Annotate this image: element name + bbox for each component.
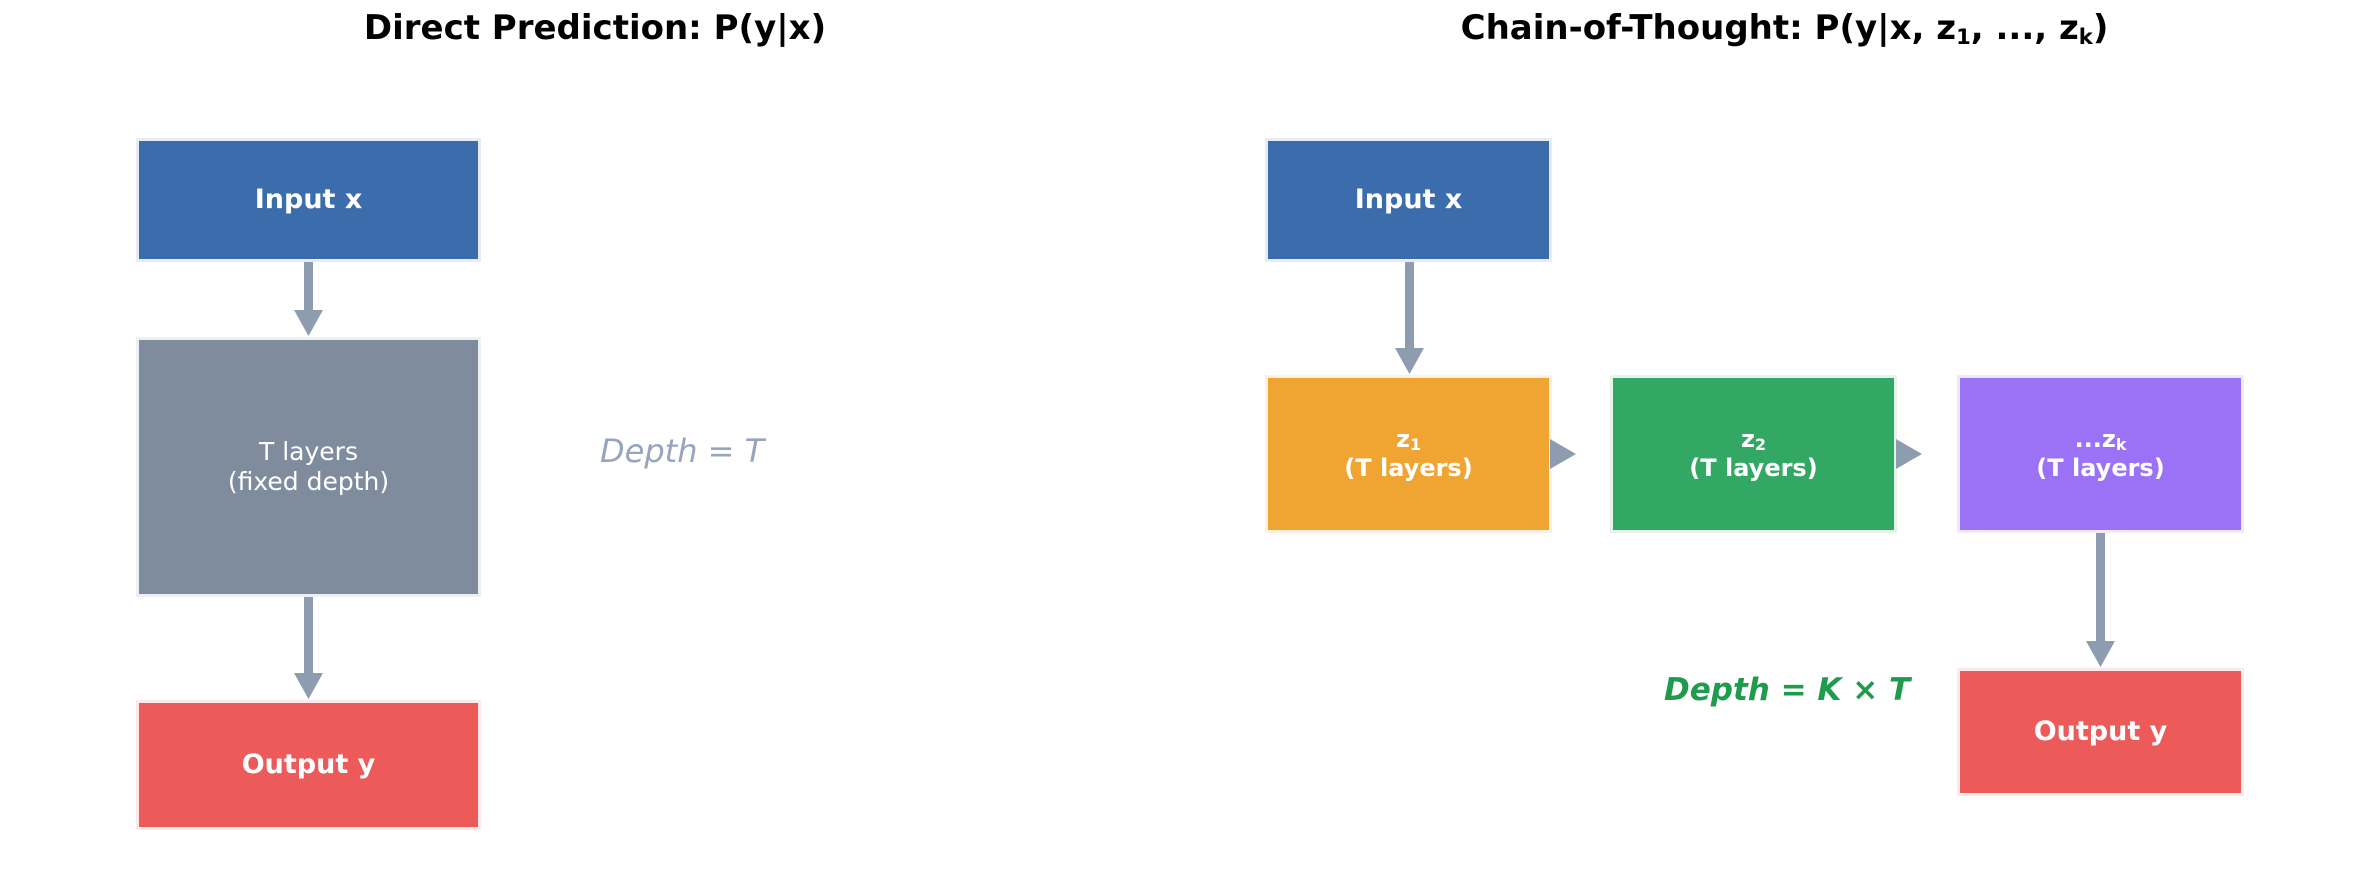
- arrow-right-input-to-z1: [1395, 262, 1424, 374]
- left-panel-title-text: Direct Prediction: P(y|x): [363, 8, 827, 48]
- left-compute-node-label: T layers (fixed depth): [227, 436, 390, 497]
- right-depth-annotation-text: Depth = K × T: [1664, 672, 1911, 708]
- right-panel-title: Chain-of-Thought: P(y|x, z1, ..., zk): [1190, 8, 2379, 49]
- right-z1-subscript: 1: [1409, 435, 1421, 455]
- right-input-node[interactable]: Input x: [1265, 138, 1552, 262]
- right-zk-node-label: ...zk(T layers): [1960, 425, 2241, 484]
- right-z1-node-label: z1(T layers): [1268, 425, 1549, 484]
- right-zk-detail: (T layers): [2036, 454, 2165, 482]
- arrow-right-z1-to-z2: [1550, 439, 1576, 469]
- right-output-node[interactable]: Output y: [1957, 668, 2244, 796]
- left-output-node-label: Output y: [241, 748, 376, 780]
- left-input-node-label: Input x: [254, 183, 363, 215]
- arrow-left-compute-to-output: [294, 597, 323, 699]
- right-panel-title-subscript-1: 1: [1956, 23, 1971, 49]
- right-panel-title-suffix: ): [2092, 8, 2109, 48]
- left-compute-node[interactable]: T layers (fixed depth): [136, 337, 481, 597]
- right-depth-annotation: Depth = K × T: [1664, 672, 1910, 708]
- left-panel-title: Direct Prediction: P(y|x): [0, 8, 1190, 48]
- arrow-right-z2-to-zk: [1896, 439, 1922, 469]
- right-zk-name: ...z: [2074, 424, 2116, 453]
- left-input-node[interactable]: Input x: [136, 138, 481, 262]
- right-z1-name: z: [1396, 424, 1410, 453]
- left-depth-annotation-text: Depth = T: [600, 432, 765, 470]
- right-z1-detail: (T layers): [1344, 454, 1473, 482]
- left-output-node[interactable]: Output y: [136, 700, 481, 830]
- right-z2-node-label: z2(T layers): [1613, 425, 1894, 484]
- right-z1-node[interactable]: z1(T layers): [1265, 375, 1552, 533]
- right-panel-title-middle: , ..., z: [1970, 8, 2079, 48]
- right-z2-detail: (T layers): [1689, 454, 1818, 482]
- right-panel-title-subscript-k: k: [2078, 23, 2093, 49]
- right-z2-subscript: 2: [1754, 435, 1766, 455]
- right-z2-node[interactable]: z2(T layers): [1610, 375, 1897, 533]
- arrow-left-input-to-compute: [294, 262, 323, 336]
- right-z2-name: z: [1741, 424, 1755, 453]
- right-zk-node[interactable]: ...zk(T layers): [1957, 375, 2244, 533]
- left-depth-annotation: Depth = T: [600, 432, 764, 470]
- right-input-node-label: Input x: [1354, 183, 1463, 215]
- right-panel-title-prefix: Chain-of-Thought: P(y|x, z: [1460, 8, 1957, 48]
- right-output-node-label: Output y: [2033, 715, 2168, 747]
- arrow-right-zk-to-output: [2086, 533, 2115, 667]
- right-zk-subscript: k: [2115, 435, 2127, 455]
